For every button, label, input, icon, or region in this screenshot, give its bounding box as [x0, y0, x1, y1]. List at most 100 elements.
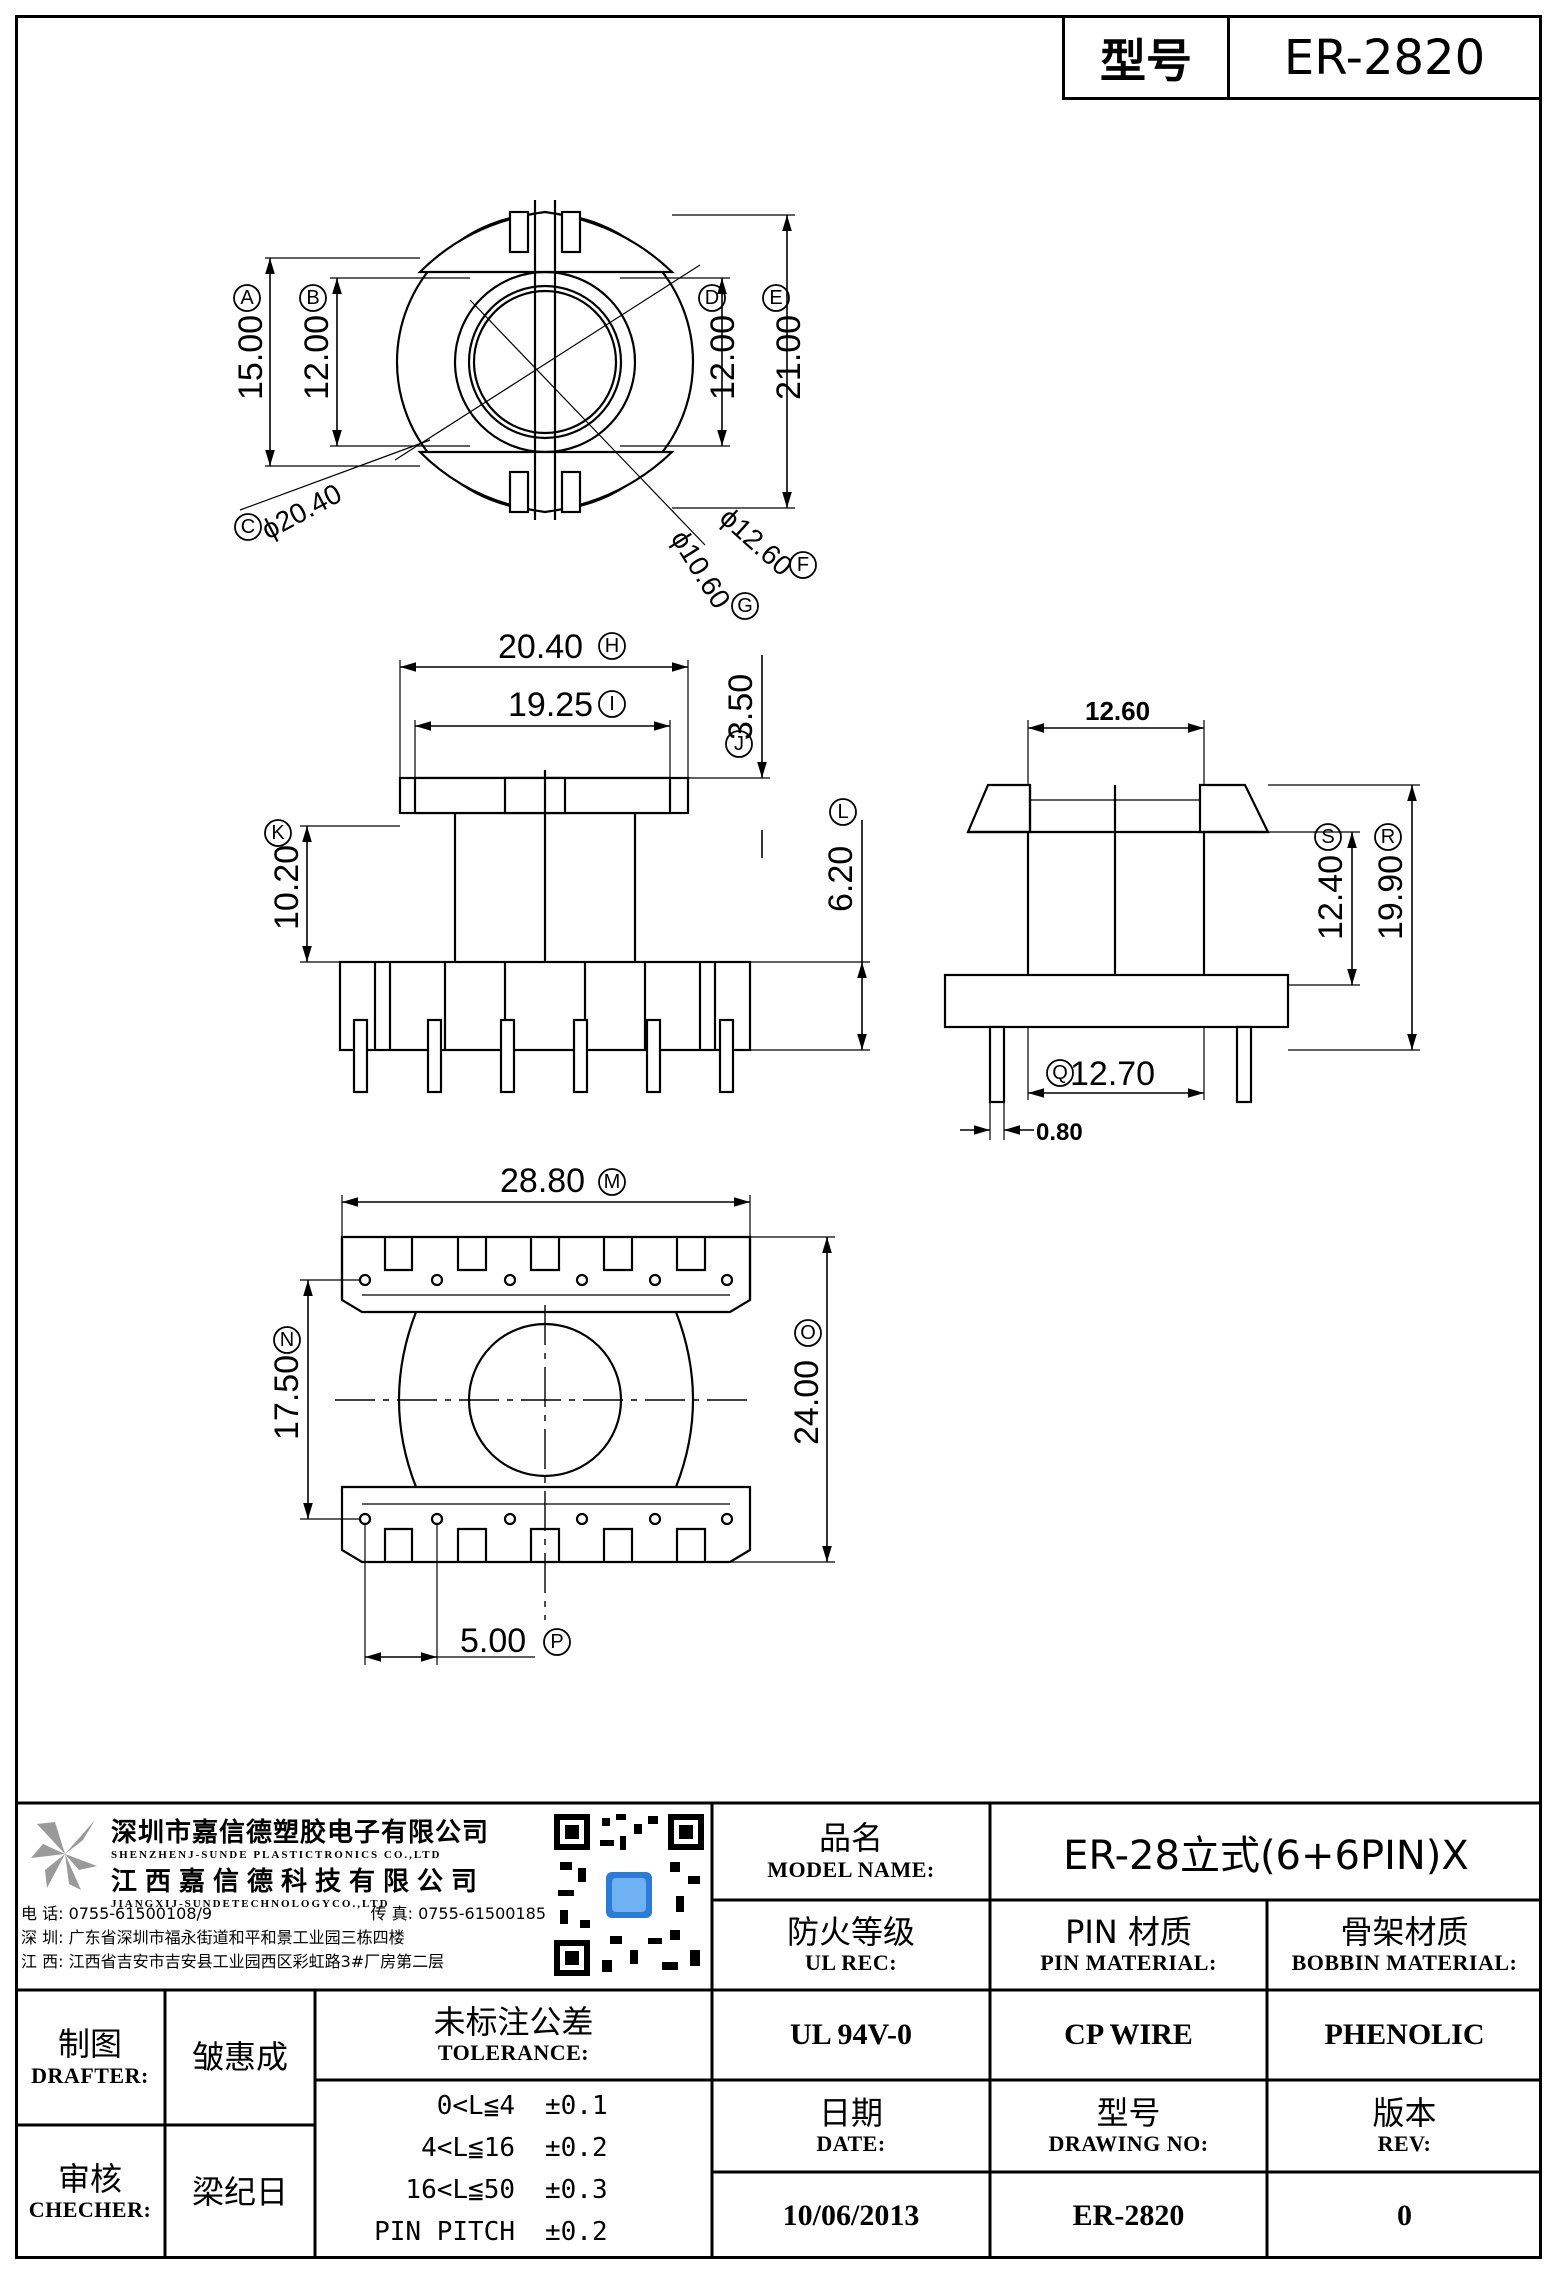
company-logo: [25, 1814, 105, 1894]
checker-label-en: CHECHER:: [28, 2197, 152, 2223]
tolerance-row: 0<L≦4 ±0.1: [315, 2085, 712, 2127]
tolerance-label-cell: 未标注公差 TOLERANCE:: [315, 1990, 712, 2080]
label-o: O: [800, 1322, 816, 1344]
label-s: S: [1321, 826, 1334, 848]
model-header: 型号 ER-2820: [1062, 15, 1542, 100]
drafter-value: 皱惠成: [191, 2038, 288, 2077]
pin-label-cn: PIN 材质: [1065, 1912, 1192, 1951]
label-c: C: [241, 516, 255, 538]
checker-label-cell: 审核 CHECHER:: [15, 2125, 165, 2259]
tolerance-label-en: TOLERANCE:: [437, 2040, 590, 2066]
pin-value: CP WIRE: [1064, 2018, 1193, 2051]
label-f: F: [797, 554, 809, 576]
dim-side-top: 12.60: [1085, 696, 1150, 726]
rev-label-en: REV:: [1377, 2131, 1432, 2157]
company-phone: 电 话: 0755-61500108/9: [21, 1904, 213, 1923]
bobbin-label-cell: 骨架材质 BOBBIN MATERIAL:: [1267, 1900, 1542, 1990]
company-name-cn-2: 江西嘉信德科技有限公司: [111, 1867, 486, 1897]
checker-value: 梁纪日: [191, 2172, 288, 2211]
tolerance-value: ±0.1: [545, 2091, 608, 2121]
drafter-value-cell: 皱惠成: [165, 1990, 315, 2125]
title-block-grid: [15, 1801, 1542, 2259]
dim-h: 20.40: [498, 628, 583, 666]
front-view: [300, 655, 870, 1094]
dim-r: 19.90: [1372, 855, 1410, 940]
tolerance-row: PIN PITCH ±0.2: [315, 2211, 712, 2253]
date-label-cn: 日期: [818, 2093, 883, 2132]
company-name-en-1: SHENZHENJ-SUNDE PLASTICTRONICS CO.,LTD: [111, 1849, 442, 1861]
company-info: 深圳市嘉信德塑胶电子有限公司 SHENZHENJ-SUNDE PLASTICTR…: [111, 1812, 489, 1910]
dim-pin: 0.80: [1036, 1119, 1083, 1146]
label-m: M: [604, 1171, 621, 1193]
company-name-cn-1: 深圳市嘉信德塑胶电子有限公司: [111, 1818, 490, 1848]
label-r: R: [1381, 826, 1395, 848]
tolerance-value: ±0.2: [545, 2217, 608, 2247]
label-d: D: [705, 287, 719, 309]
drawing-label-en: DRAWING NO:: [1048, 2131, 1209, 2157]
ul-label-cell: 防火等级 UL REC:: [712, 1900, 990, 1990]
drawing-value-cell: ER-2820: [990, 2172, 1267, 2259]
ul-label-en: UL REC:: [804, 1950, 898, 1976]
label-i: I: [609, 693, 615, 715]
model-name-label-cell: 品名 MODEL NAME:: [712, 1803, 990, 1900]
drafter-label-cell: 制图 DRAFTER:: [15, 1990, 165, 2125]
label-e: E: [769, 287, 782, 309]
dim-k: 10.20: [268, 845, 306, 930]
drawing-label-cn: 型号: [1096, 2093, 1161, 2132]
drawing-label-cell: 型号 DRAWING NO:: [990, 2080, 1267, 2172]
tolerance-range: PIN PITCH: [374, 2217, 515, 2247]
rev-label-cell: 版本 REV:: [1267, 2080, 1542, 2172]
date-value: 10/06/2013: [782, 2198, 920, 2232]
date-value-cell: 10/06/2013: [712, 2172, 990, 2259]
dim-g: ϕ10.60: [665, 525, 737, 614]
company-contacts: 电 话: 0755-61500108/9 传 真: 0755-61500185 …: [21, 1900, 546, 1972]
tolerance-range: 4<L≦16: [421, 2133, 515, 2163]
dim-e: 21.00: [770, 315, 808, 400]
ul-label-cn: 防火等级: [786, 1912, 915, 1951]
label-q: Q: [1052, 1062, 1068, 1084]
pin-label-en: PIN MATERIAL:: [1040, 1950, 1217, 1976]
label-g: G: [737, 595, 753, 617]
tolerance-range: 16<L≦50: [405, 2175, 515, 2205]
label-b: B: [306, 287, 319, 309]
rev-label-cn: 版本: [1372, 2093, 1437, 2132]
tolerance-table: 0<L≦4 ±0.1 4<L≦16 ±0.2 16<L≦50 ±0.3 PIN …: [315, 2085, 712, 2255]
dim-a: 15.00: [232, 315, 270, 400]
label-p: P: [550, 1631, 563, 1653]
dim-f: ϕ12.60: [714, 501, 798, 581]
drawing-value: ER-2820: [1072, 2198, 1185, 2232]
bobbin-label-en: BOBBIN MATERIAL:: [1291, 1950, 1518, 1976]
label-n: N: [280, 1329, 294, 1351]
model-name-label-en: MODEL NAME:: [767, 1856, 935, 1882]
company-fax: 传 真: 0755-61500185: [370, 1904, 547, 1923]
tolerance-value: ±0.2: [545, 2133, 608, 2163]
rev-value: 0: [1397, 2198, 1412, 2232]
bobbin-value: PHENOLIC: [1324, 2018, 1485, 2051]
tolerance-label-cn: 未标注公差: [433, 2002, 594, 2041]
pin-label-cell: PIN 材质 PIN MATERIAL:: [990, 1900, 1267, 1990]
company-address-jiangxi: 江 西: 江西省吉安市吉安县工业园西区彩虹路3#厂房第二层: [21, 1952, 445, 1971]
dim-s: 12.40: [1312, 855, 1350, 940]
dim-o: 24.00: [788, 1360, 826, 1445]
bobbin-value-cell: PHENOLIC: [1267, 1990, 1542, 2080]
drafter-label-en: DRAFTER:: [31, 2062, 149, 2088]
dim-m: 28.80: [500, 1162, 585, 1200]
pin-value-cell: CP WIRE: [990, 1990, 1267, 2080]
dim-i: 19.25: [508, 686, 593, 724]
rev-value-cell: 0: [1267, 2172, 1542, 2259]
model-header-label: 型号: [1065, 18, 1230, 97]
label-k: K: [271, 822, 285, 844]
dim-d: 12.00: [704, 315, 742, 400]
dim-q: 12.70: [1070, 1055, 1155, 1093]
dim-j: 3.50: [722, 674, 760, 740]
dim-p: 5.00: [460, 1622, 526, 1660]
ul-value: UL 94V-0: [790, 2018, 912, 2051]
checker-label-cn: 审核: [57, 2159, 122, 2198]
model-name-label-cn: 品名: [818, 1819, 883, 1858]
tolerance-row: 16<L≦50 ±0.3: [315, 2169, 712, 2211]
model-name-value-cell: ER-28立式(6+6PIN)X: [990, 1803, 1542, 1900]
title-block: 深圳市嘉信德塑胶电子有限公司 SHENZHENJ-SUNDE PLASTICTR…: [15, 1800, 1542, 2259]
dim-n: 17.50: [268, 1355, 306, 1440]
dim-b: 12.00: [298, 315, 336, 400]
tolerance-value: ±0.3: [545, 2175, 608, 2205]
